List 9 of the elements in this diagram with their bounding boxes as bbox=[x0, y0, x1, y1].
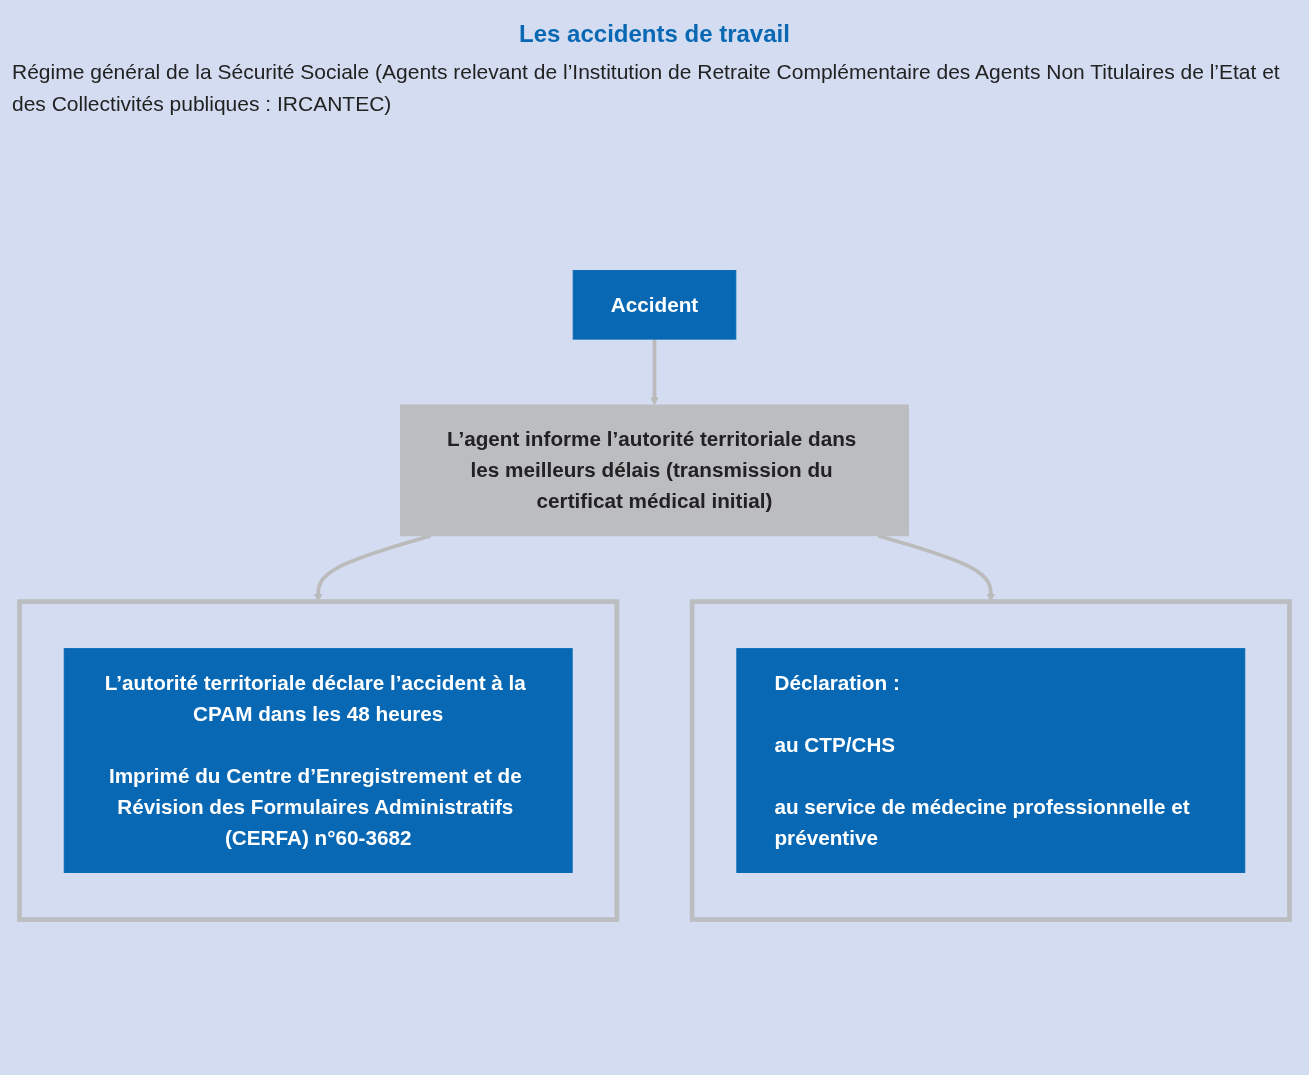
node-box: L’autorité territoriale déclare l’accident à la CPAM dans les 48 heures Imprimé du Centre d’Enregistrement et de Révision des Formulaires Administratifs (CERFA) n°60-3682 bbox=[63, 648, 573, 873]
node-box: L’agent informe l’autorité territoriale dans les meilleurs délais (transmission du certificat médical initial) bbox=[400, 404, 909, 537]
node-box: Déclaration : au CTP/CHS au service de médecine professionnelle et préventive bbox=[736, 648, 1246, 873]
arrow bbox=[650, 339, 659, 406]
title: Les accidents de travail bbox=[518, 20, 791, 48]
cluster bbox=[17, 599, 620, 922]
node-box: Accident bbox=[572, 270, 737, 340]
cluster bbox=[689, 599, 1292, 922]
subtitle-text: Régime général de la Sécurité Sociale (Agents relevant de l’Institution de Retraite Complémentaire des Agents Non Titulaires de l’Etat et des Collectivités publiques : IRCANTEC) bbox=[12, 59, 1281, 117]
